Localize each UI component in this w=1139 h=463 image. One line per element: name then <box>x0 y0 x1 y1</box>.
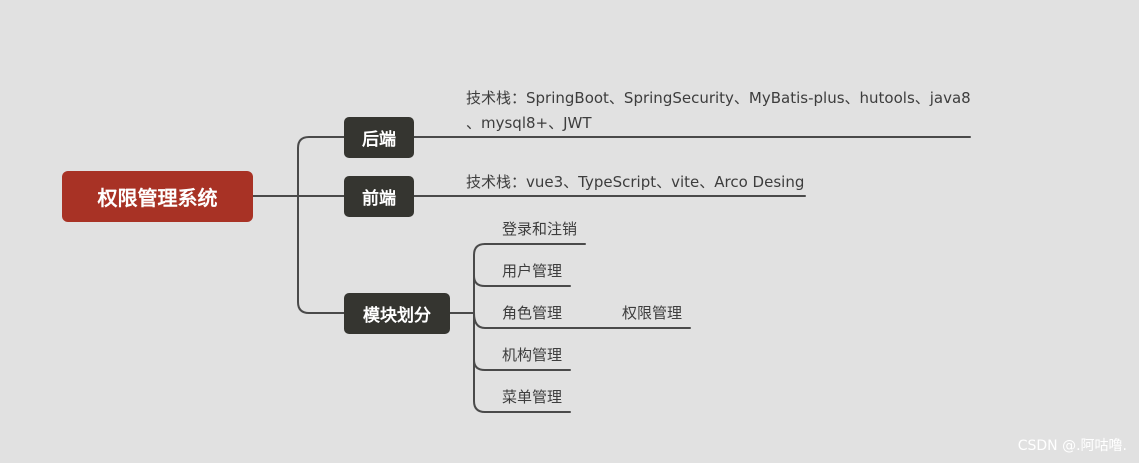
module-item-user-management[interactable]: 用户管理 <box>502 262 563 280</box>
connector-item-users <box>473 275 571 287</box>
module-item-permission-management[interactable]: 权限管理 <box>622 304 683 322</box>
frontend-tech-stack: 技术栈：vue3、TypeScript、vite、Arco Desing <box>466 173 805 191</box>
backend-tech-stack-line2: 、mysql8+、JWT <box>466 114 592 132</box>
backend-tech-stack-line1: 技术栈：SpringBoot、SpringSecurity、MyBatis-pl… <box>466 89 971 107</box>
connector-modules <box>297 195 345 314</box>
connector-item-orgs <box>473 359 571 371</box>
module-item-role-management[interactable]: 角色管理 <box>502 304 563 322</box>
branch-node-backend[interactable]: 后端 <box>344 117 414 158</box>
branch-label-modules: 模块划分 <box>363 306 431 326</box>
connector-modules-bracket <box>473 243 486 413</box>
module-item-organization-management[interactable]: 机构管理 <box>502 346 563 364</box>
branch-label-backend: 后端 <box>362 130 396 150</box>
connector-backend <box>297 136 345 197</box>
root-node-label: 权限管理系统 <box>97 186 218 210</box>
watermark: CSDN @.阿咕噜. <box>1017 438 1127 454</box>
module-item-login-logout[interactable]: 登录和注销 <box>502 220 578 238</box>
connector-item-roles <box>473 312 691 329</box>
branch-node-frontend[interactable]: 前端 <box>344 176 414 217</box>
root-node[interactable]: 权限管理系统 <box>62 171 253 222</box>
module-item-menu-management[interactable]: 菜单管理 <box>502 388 563 406</box>
branch-node-modules[interactable]: 模块划分 <box>344 293 450 334</box>
branch-label-frontend: 前端 <box>362 189 396 209</box>
